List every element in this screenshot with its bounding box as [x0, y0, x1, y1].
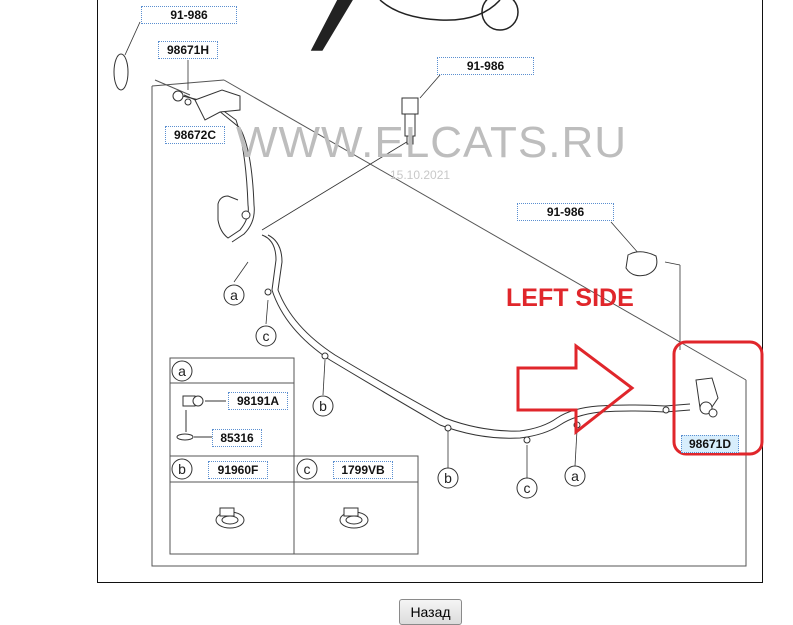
- part-code-85316[interactable]: 85316: [212, 429, 262, 447]
- left-side-label: LEFT SIDE: [506, 284, 634, 312]
- callout-c-1: [255, 325, 277, 347]
- washer-nozzle: [401, 97, 419, 145]
- watermark-date: 15.10.2021: [390, 168, 451, 182]
- legend-callout-c: [296, 458, 318, 480]
- callout-a-2: [564, 465, 586, 487]
- callout-a-1-text: a: [230, 287, 238, 303]
- legend-callout-b: [171, 458, 193, 480]
- leader-lines: [124, 21, 681, 478]
- cap-part-right: [625, 251, 658, 277]
- clip-1799VB-illustration: [339, 507, 369, 529]
- part-code-98671D[interactable]: 98671D: [681, 435, 739, 453]
- callout-b-2-text: b: [444, 470, 452, 486]
- callout-b-1-text: b: [319, 398, 327, 414]
- part-code-91-986-nozzle[interactable]: 91-986: [437, 57, 534, 75]
- callout-circles: [171, 284, 586, 499]
- legend-callout-b-text: b: [178, 461, 186, 477]
- legend-callout-a: [171, 360, 193, 382]
- hose-bracket-right: [695, 377, 719, 418]
- part-code-91-986-top-left[interactable]: 91-986: [141, 6, 237, 24]
- callout-a-2-text: a: [571, 468, 579, 484]
- back-button[interactable]: Назад: [399, 599, 462, 625]
- part-code-1799VB[interactable]: 1799VB: [333, 461, 393, 479]
- hose-bracket-top: [172, 89, 241, 121]
- legend-a-parts: [176, 395, 226, 441]
- legend-callout-c-text: c: [304, 461, 311, 477]
- part-code-91960F[interactable]: 91960F: [208, 461, 268, 479]
- part-code-98671H[interactable]: 98671H: [158, 41, 218, 59]
- car-part-top-illustration: [310, 0, 519, 51]
- part-code-98191A[interactable]: 98191A: [228, 392, 288, 410]
- part-code-98672C[interactable]: 98672C: [165, 126, 225, 144]
- clip-91960F-illustration: [215, 507, 245, 529]
- callout-b-2: [437, 467, 459, 489]
- callout-b-1: [312, 395, 334, 417]
- red-arrow-icon: [516, 343, 635, 436]
- callout-c-2-text: c: [524, 480, 531, 496]
- watermark: WWW.ELCATS.RU: [236, 118, 628, 167]
- cap-part-left: [113, 53, 129, 91]
- legend-table: [169, 357, 419, 555]
- legend-callout-a-text: a: [178, 363, 186, 379]
- highlight-frame: [672, 340, 764, 456]
- callout-a-1: [223, 284, 245, 306]
- callout-c-1-text: c: [263, 328, 270, 344]
- part-code-91-986-right[interactable]: 91-986: [517, 203, 614, 221]
- callout-c-2: [516, 477, 538, 499]
